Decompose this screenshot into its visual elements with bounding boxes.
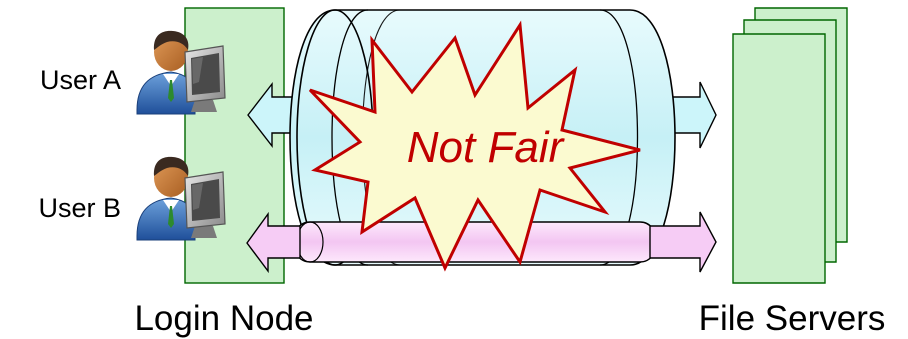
file-servers-label: File Servers xyxy=(699,299,886,338)
login-node-label: Login Node xyxy=(134,299,313,338)
file-servers-stack xyxy=(733,8,847,283)
not-fair-label: Not Fair xyxy=(407,123,566,172)
file-server-page-front xyxy=(733,34,825,283)
user-b-label: User B xyxy=(38,193,121,223)
user-b-pipe xyxy=(294,222,657,262)
user-a-label: User A xyxy=(40,65,121,95)
